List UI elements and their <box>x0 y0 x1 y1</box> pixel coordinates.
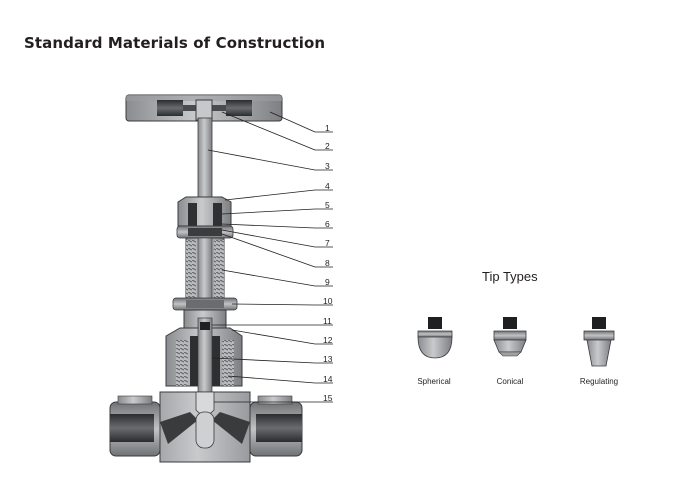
callout-5: 5 <box>325 200 330 210</box>
callout-8: 8 <box>325 258 330 268</box>
spherical-tip-icon <box>417 317 453 359</box>
conical-tip-icon <box>493 317 527 357</box>
page-title: Standard Materials of Construction <box>24 34 326 52</box>
regulating-tip-icon <box>583 317 615 367</box>
callout-4: 4 <box>325 181 330 191</box>
callout-1: 1 <box>325 123 330 133</box>
callout-6: 6 <box>325 219 330 229</box>
regulating-label: Regulating <box>580 377 618 386</box>
packing-nut <box>176 196 234 239</box>
spherical-label: Spherical <box>417 377 451 386</box>
panel-nut <box>172 297 238 311</box>
bonnet <box>185 237 225 301</box>
callout-lines <box>207 111 333 403</box>
callout-9: 9 <box>325 277 330 287</box>
valve-body <box>109 391 303 463</box>
callout-13: 13 <box>323 354 333 364</box>
callout-10: 10 <box>323 296 333 306</box>
tip-types-title: Tip Types <box>482 269 538 284</box>
callout-3: 3 <box>325 161 330 171</box>
callout-14: 14 <box>323 374 333 384</box>
callout-2: 2 <box>325 141 330 151</box>
callout-11: 11 <box>323 316 332 326</box>
callout-numbers: 1 2 3 4 5 6 7 8 9 10 11 12 13 14 15 <box>323 123 333 403</box>
callout-15: 15 <box>323 393 333 403</box>
lower-bonnet <box>165 309 243 393</box>
callout-7: 7 <box>325 238 330 248</box>
callout-12: 12 <box>323 335 333 345</box>
conical-label: Conical <box>497 377 524 386</box>
